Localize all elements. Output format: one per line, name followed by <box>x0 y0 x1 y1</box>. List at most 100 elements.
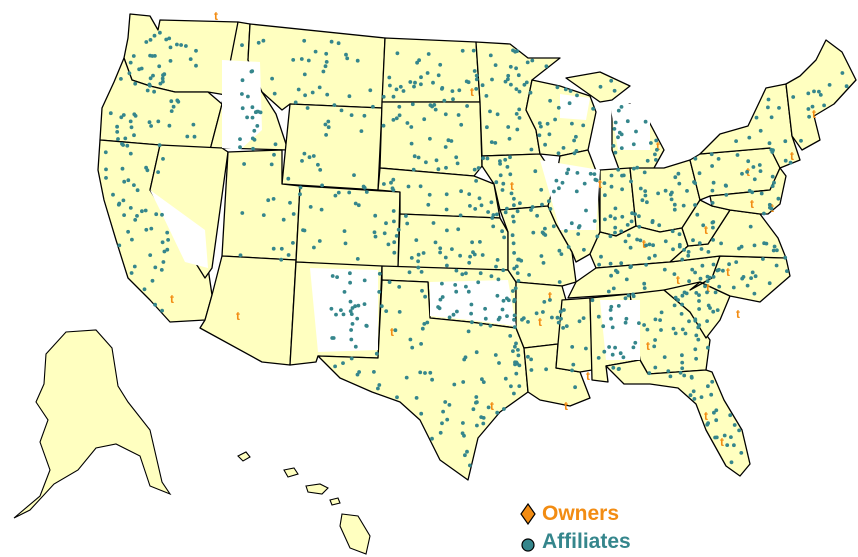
affiliate-dot <box>574 189 579 194</box>
affiliate-dot <box>669 197 674 202</box>
affiliate-dot <box>347 94 352 99</box>
affiliate-dot <box>349 312 354 316</box>
affiliate-dot <box>416 265 421 270</box>
affiliate-dot <box>144 40 149 44</box>
affiliate-dot <box>530 58 535 63</box>
affiliate-dot <box>724 193 729 197</box>
affiliate-dot <box>500 229 504 234</box>
affiliate-dot <box>694 356 698 361</box>
affiliate-dot <box>489 140 494 145</box>
affiliate-dot <box>463 453 467 458</box>
svg-text:t: t <box>790 149 794 163</box>
affiliate-dot <box>119 77 123 81</box>
affiliate-dot <box>238 137 242 142</box>
affiliate-dot <box>735 153 740 157</box>
affiliate-dot <box>245 115 250 120</box>
affiliate-dot <box>692 397 697 401</box>
affiliate-dot <box>692 180 696 184</box>
affiliate-dot <box>362 113 367 118</box>
affiliate-dot <box>395 395 399 400</box>
affiliate-dot <box>336 41 341 46</box>
affiliate-dot <box>514 112 519 116</box>
affiliate-dot <box>705 279 710 283</box>
affiliate-dot <box>121 198 126 203</box>
affiliate-dot <box>495 410 500 415</box>
affiliate-dot <box>130 237 134 242</box>
affiliate-dot <box>513 360 517 365</box>
affiliate-dot <box>498 162 502 166</box>
affiliate-dot <box>643 193 648 198</box>
affiliate-dot <box>500 188 505 192</box>
affiliate-dot <box>766 97 771 102</box>
affiliate-dot <box>618 351 623 356</box>
affiliate-dot <box>732 423 737 427</box>
affiliate-dot <box>517 116 522 120</box>
affiliate-dot <box>653 253 657 258</box>
affiliate-dot <box>419 411 424 416</box>
affiliate-dot <box>355 316 360 321</box>
affiliate-dot <box>240 92 244 96</box>
affiliate-dot <box>544 64 549 69</box>
affiliate-dot <box>164 37 169 42</box>
affiliate-dot <box>465 104 469 108</box>
affiliate-dot <box>575 171 580 175</box>
affiliate-dot <box>238 145 242 150</box>
affiliate-dot <box>554 178 559 183</box>
svg-text:t: t <box>490 399 494 413</box>
affiliate-dot <box>135 188 140 193</box>
affiliate-dot <box>498 159 502 164</box>
affiliate-dot <box>342 290 347 294</box>
affiliate-dot <box>135 214 139 218</box>
affiliate-dot <box>680 366 685 371</box>
affiliate-dot <box>443 400 448 404</box>
affiliate-dot <box>417 58 421 63</box>
affiliate-dot <box>775 248 779 253</box>
affiliate-dot <box>764 241 769 246</box>
affiliate-dot <box>161 260 166 264</box>
affiliate-dot <box>511 349 515 353</box>
affiliate-dot <box>165 247 170 252</box>
affiliate-dot <box>597 262 601 267</box>
affiliate-dot <box>529 147 534 152</box>
affiliate-dot <box>739 451 744 455</box>
affiliate-dot <box>625 119 630 124</box>
affiliate-dot <box>426 52 431 56</box>
affiliate-dot <box>493 141 498 145</box>
affiliate-dot <box>705 290 709 295</box>
affiliate-dot <box>459 122 464 127</box>
affiliate-dot <box>271 197 276 201</box>
affiliate-dot <box>672 207 677 212</box>
affiliate-dot <box>394 234 399 238</box>
affiliate-dot <box>129 271 134 275</box>
affiliate-dot <box>256 109 261 114</box>
affiliate-dot <box>302 151 307 156</box>
affiliate-dot <box>770 174 775 179</box>
affiliate-dot <box>772 244 777 249</box>
affiliate-dot <box>771 148 775 153</box>
affiliate-dot <box>261 38 266 43</box>
affiliate-dot <box>377 271 382 276</box>
affiliate-dot <box>516 353 521 358</box>
affiliate-dot <box>642 281 647 286</box>
affiliate-dot <box>752 291 757 296</box>
svg-text:t: t <box>736 307 740 321</box>
affiliate-dot <box>603 193 607 198</box>
affiliate-dot <box>175 42 179 47</box>
affiliate-dot <box>732 443 736 448</box>
affiliate-dot <box>150 54 155 58</box>
affiliate-dot <box>606 289 611 294</box>
affiliate-dot <box>410 102 415 107</box>
affiliate-dot <box>296 87 301 92</box>
affiliate-dot <box>361 184 366 189</box>
affiliate-dot <box>391 177 396 182</box>
affiliate-dot <box>637 321 641 325</box>
affiliate-dot <box>774 263 779 268</box>
affiliate-dot <box>300 159 304 163</box>
affiliate-dot <box>577 224 582 228</box>
affiliate-dot <box>137 67 142 72</box>
affiliate-dot <box>480 83 485 88</box>
affiliate-dot <box>512 317 516 322</box>
affiliate-dot <box>644 262 648 267</box>
affiliate-dot <box>569 221 574 226</box>
affiliate-dot <box>496 277 501 282</box>
